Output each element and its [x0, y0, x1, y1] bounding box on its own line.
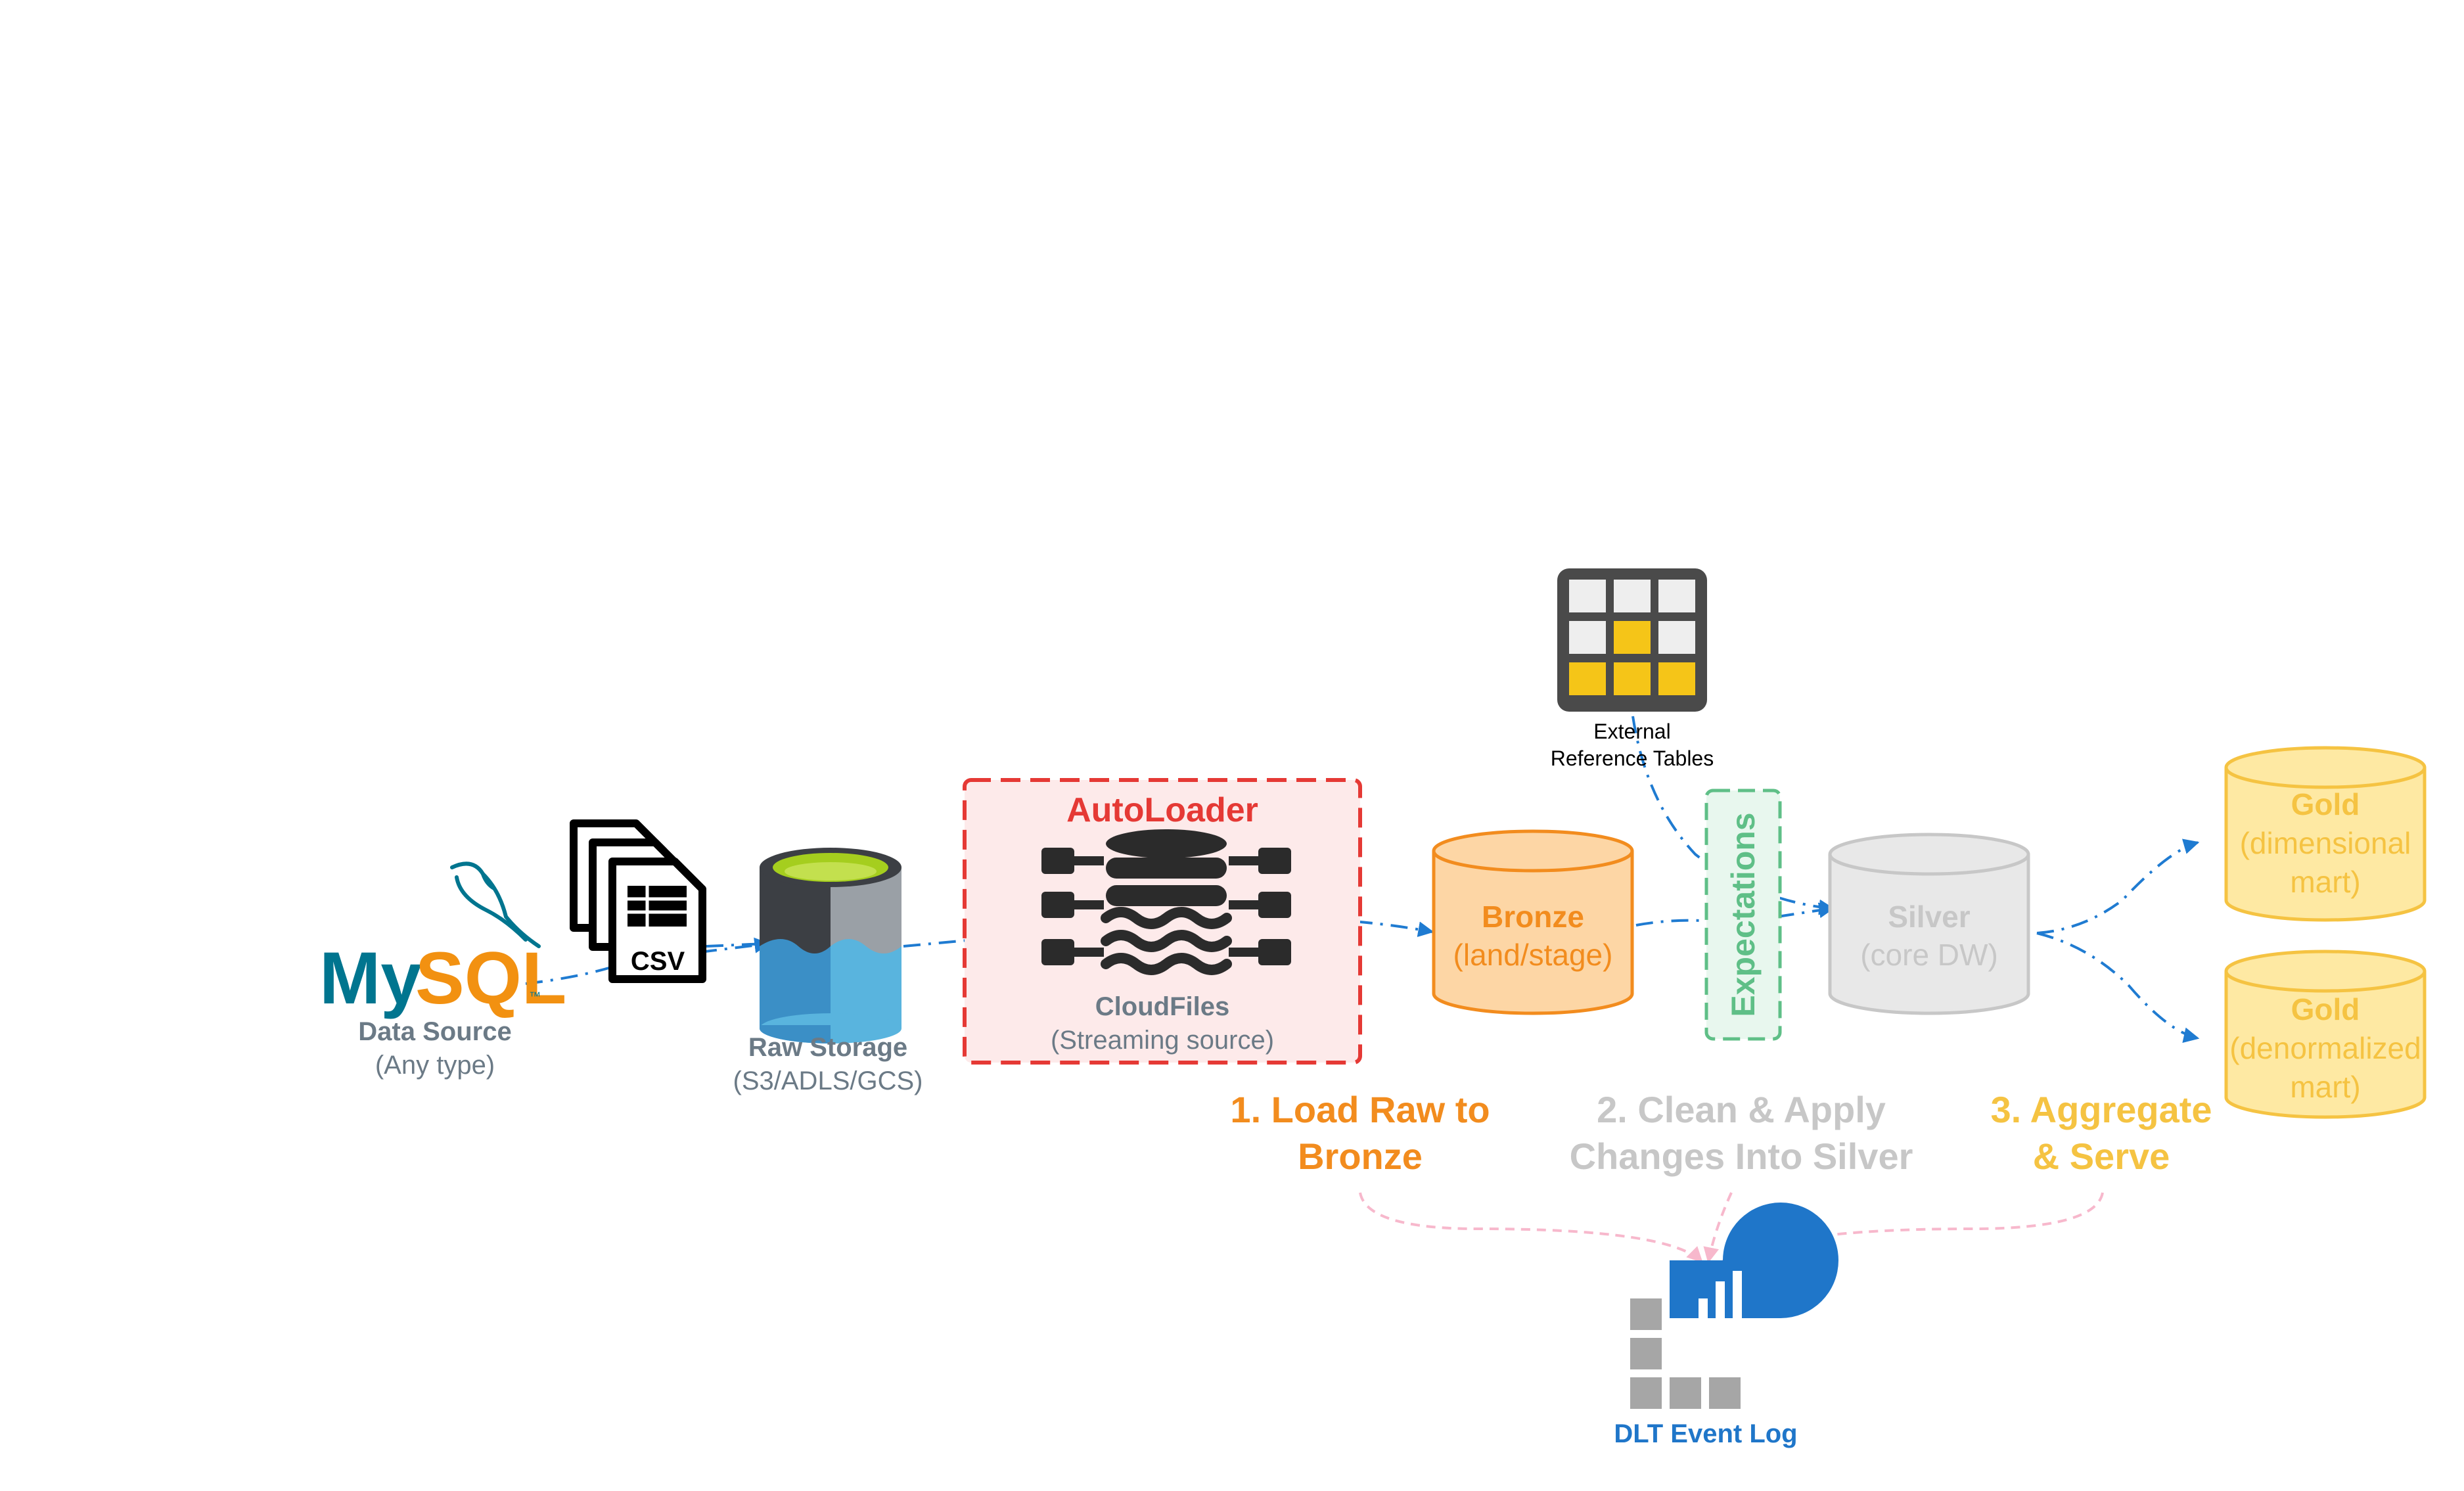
expectations-gate: Expectations: [1704, 789, 1782, 1041]
dlt-event-log-chart-icon: [1630, 1203, 1838, 1409]
arrow-source-to-files: [525, 937, 771, 985]
autoloader-title: AutoLoader: [1066, 791, 1258, 829]
cloudfiles-title: CloudFiles: [1095, 992, 1229, 1021]
gold-denormalized-table: Gold (denormalized mart): [2224, 950, 2427, 1119]
mysql-logo-my: My: [319, 937, 422, 1019]
mysql-dolphin-icon: [450, 861, 541, 948]
bronze-subtitle: (land/stage): [1453, 938, 1613, 972]
autoloader-box: AutoLoader CloudFiles (Strea: [963, 778, 1362, 1065]
bronze-title: Bronze: [1482, 900, 1584, 934]
step2-line2: Changes Into Silver: [1570, 1135, 1913, 1177]
mysql-trademark: ™: [529, 990, 541, 1003]
expectations-label: Expectations: [1725, 812, 1762, 1017]
raw-storage-node: Raw Storage (S3/ADLS/GCS): [733, 848, 923, 1095]
gold-top-line3: mart): [2290, 865, 2360, 899]
arrow-step1-to-log: [1359, 1192, 1703, 1263]
cloudfiles-database-icon: [1041, 829, 1291, 975]
mysql-logo-sql: SQL: [415, 937, 566, 1019]
step3-line1: 3. Aggregate: [1990, 1089, 2212, 1130]
arrow-silver-to-gold-bottom: [2036, 932, 2200, 1044]
gold-top-line2: (dimensional: [2240, 826, 2411, 860]
arrow-bronze-to-silver: [1635, 902, 1835, 927]
reference-tables-node: External Reference Tables: [1551, 568, 1714, 770]
cloudfiles-subtitle: (Streaming source): [1051, 1026, 1274, 1055]
table-grid-icon: [1557, 568, 1707, 712]
data-source-title: Data Source: [358, 1017, 511, 1046]
step3-line2: & Serve: [2033, 1135, 2170, 1177]
silver-subtitle: (core DW): [1860, 938, 1998, 972]
gold-top-title: Gold: [2291, 787, 2360, 821]
step1-line1: 1. Load Raw to: [1230, 1089, 1490, 1130]
step-labels: 1. Load Raw to Bronze 2. Clean & Apply C…: [1230, 1089, 2212, 1177]
dlt-event-log-title: DLT Event Log: [1614, 1419, 1797, 1448]
reference-tables-line2: Reference Tables: [1551, 746, 1714, 770]
reference-tables-line1: External: [1593, 720, 1670, 743]
step1-line2: Bronze: [1298, 1135, 1423, 1177]
gold-bottom-line2: (denormalized: [2229, 1031, 2421, 1065]
data-source-subtitle: (Any type): [375, 1051, 495, 1080]
gold-bottom-title: Gold: [2291, 992, 2360, 1026]
gold-dimensional-table: Gold (dimensional mart): [2224, 746, 2427, 922]
gold-bottom-line3: mart): [2290, 1070, 2360, 1104]
silver-table: Silver (core DW): [1828, 833, 2030, 1015]
data-source-node: My SQL ™ Data Source (Any type): [319, 861, 566, 1080]
raw-storage-subtitle: (S3/ADLS/GCS): [733, 1067, 923, 1095]
step2-line1: 2. Clean & Apply: [1597, 1089, 1886, 1130]
arrow-files-to-storage: [706, 942, 766, 948]
arrow-step2-to-log: [1703, 1192, 1733, 1264]
storage-cylinder-icon: [760, 848, 901, 1044]
csv-files-icon: CSV: [570, 819, 706, 983]
raw-storage-title: Raw Storage: [748, 1033, 907, 1062]
silver-title: Silver: [1888, 900, 1970, 934]
arrow-silver-to-gold-top: [2036, 838, 2200, 934]
bronze-table: Bronze (land/stage): [1432, 829, 1634, 1015]
dlt-event-log-node: DLT Event Log: [1614, 1203, 1838, 1448]
csv-badge: CSV: [631, 947, 685, 976]
arrow-reference-to-silver: [1631, 716, 1835, 915]
